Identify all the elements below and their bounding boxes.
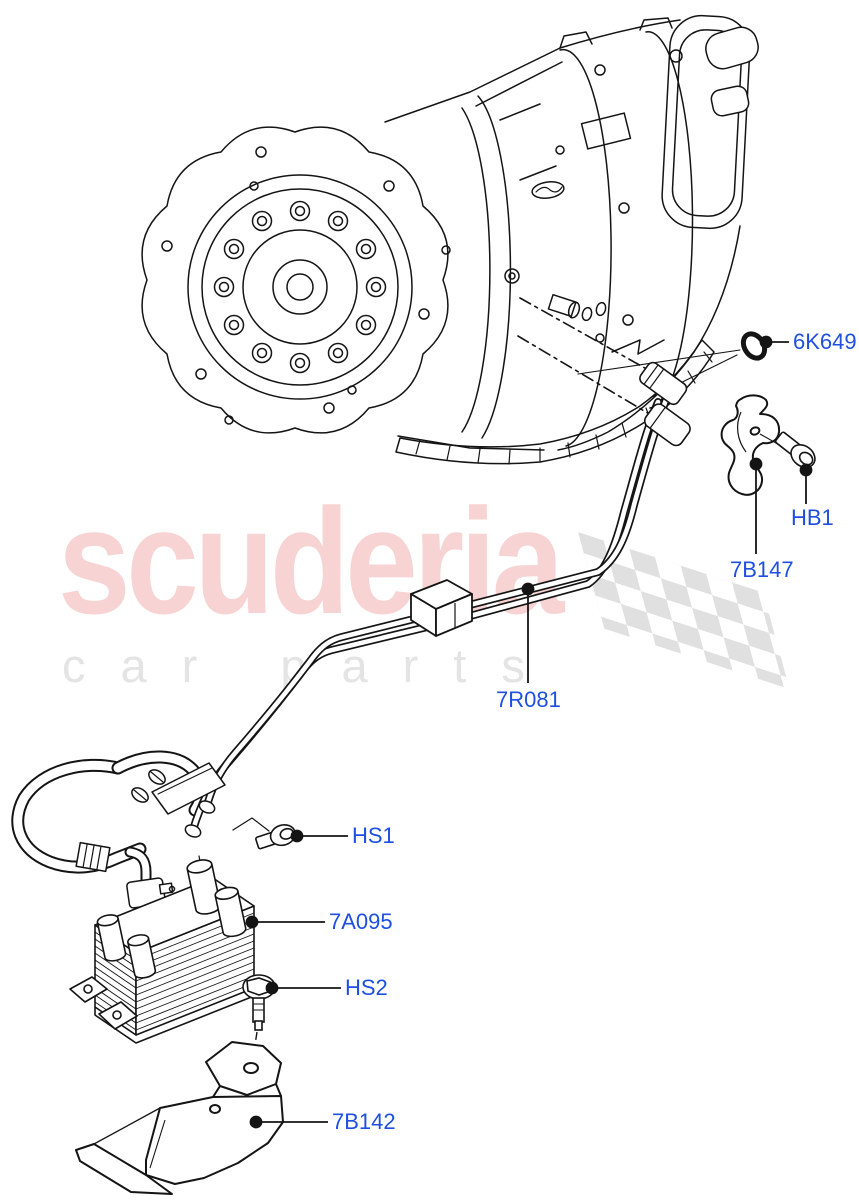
oil-cooler-tubes — [151, 361, 691, 838]
transmission-drawing — [141, 14, 759, 465]
bolt-hs1 — [255, 824, 296, 850]
spring-clamp — [131, 769, 166, 803]
checkered-flag-watermark — [578, 532, 790, 690]
hose-assembly — [11, 750, 208, 909]
callout-7b147[interactable]: 7B147 — [730, 557, 794, 582]
callout-7r081[interactable]: 7R081 — [496, 687, 561, 712]
callout-7a095[interactable]: 7A095 — [329, 909, 393, 934]
assembly-axis-lines — [517, 297, 657, 419]
cooler-tube-ports — [547, 293, 607, 322]
hose-collar — [75, 841, 111, 873]
bolt-hs2 — [242, 974, 276, 1065]
callout-hs2[interactable]: HS2 — [345, 975, 388, 1000]
callout-hb1[interactable]: HB1 — [791, 505, 834, 530]
tube-fitting — [639, 361, 691, 447]
flexplate — [187, 174, 413, 400]
bracket-7b147 — [720, 394, 793, 496]
bolt-hb1 — [774, 431, 816, 469]
maker-logo — [531, 181, 565, 199]
leader-lines — [245, 335, 813, 1129]
tube-clamp — [410, 579, 473, 637]
bracket-7b142 — [75, 1041, 284, 1195]
callout-7b142[interactable]: 7B142 — [332, 1109, 396, 1134]
tube-mount-plate — [151, 762, 226, 815]
callout-hs1[interactable]: HS1 — [352, 823, 395, 848]
callout-6k649[interactable]: 6K649 — [793, 329, 857, 354]
